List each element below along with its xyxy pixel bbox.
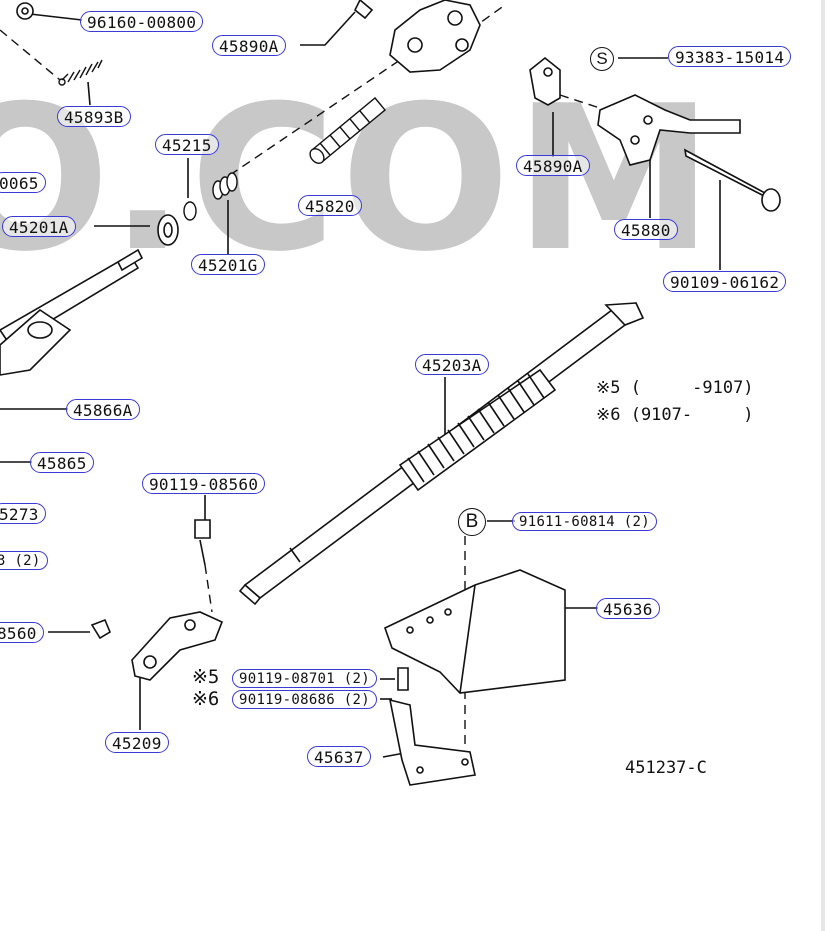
dash-spring-path: [229, 59, 401, 176]
bolt-90119-08560: [194, 519, 211, 539]
bolt-90119-08701: [397, 667, 409, 691]
label-90119-08701[interactable]: 90119-08701 (2): [232, 669, 377, 688]
label-45203a[interactable]: 45203A: [415, 354, 489, 375]
column-housing-part: [353, 0, 481, 73]
label-45215[interactable]: 45215: [155, 134, 219, 155]
washer-96160: [16, 2, 34, 20]
marker-b: B: [458, 508, 486, 536]
label-45201g[interactable]: 45201G: [191, 254, 265, 275]
note-5-range: ※5 ( -9107): [596, 378, 754, 398]
leader-45890a-top: [300, 11, 356, 46]
diagram-id: 451237-C: [625, 758, 707, 778]
label-45880[interactable]: 45880: [614, 219, 678, 240]
leader-96160: [29, 13, 83, 21]
mark-5: ※5: [192, 666, 220, 688]
label-93383-15014[interactable]: 93383-15014: [668, 46, 792, 67]
label-90109-06162[interactable]: 90109-06162: [663, 271, 787, 292]
spring-45820: [309, 97, 386, 164]
dash-top-left: [0, 29, 61, 81]
dash-joint-bolt: [204, 564, 213, 613]
label-45893b[interactable]: 45893B: [57, 106, 131, 127]
label-90119-08686[interactable]: 90119-08686 (2): [232, 690, 377, 709]
spring-45893b: [58, 59, 103, 86]
mark-6: ※6: [192, 688, 220, 710]
note-6-range: ※6 (9107- ): [596, 405, 754, 425]
shaft-45203a: [238, 302, 645, 606]
label-45866a[interactable]: 45866A: [66, 399, 140, 420]
label-96160-00800[interactable]: 96160-00800: [80, 11, 204, 32]
leader-45893b: [87, 81, 91, 106]
label-45636[interactable]: 45636: [596, 598, 660, 619]
spring-45201g: [183, 172, 238, 221]
lever-45880: [597, 94, 741, 166]
label-0065[interactable]: 0065: [0, 172, 46, 193]
lever-45890a: [529, 56, 561, 106]
label-45201a[interactable]: 45201A: [2, 216, 76, 237]
bracket-45637: [388, 667, 476, 786]
label-45820[interactable]: 45820: [298, 195, 362, 216]
marker-s: S: [590, 47, 614, 71]
joint-45209: [90, 519, 224, 681]
label-45865[interactable]: 45865: [30, 452, 94, 473]
label-91611-60814[interactable]: 91611-60814 (2): [512, 512, 657, 531]
bolt-90109: [683, 148, 781, 212]
upper-shaft-left: [0, 248, 144, 376]
label-45890a-top[interactable]: 45890A: [212, 35, 286, 56]
label-45890a-mid[interactable]: 45890A: [516, 155, 590, 176]
label-8560[interactable]: 8560: [0, 622, 44, 643]
label-partial-2[interactable]: 3 (2): [0, 551, 48, 570]
cover-45636: [384, 569, 566, 694]
label-45637[interactable]: 45637: [307, 746, 371, 767]
bolt-8560: [90, 618, 112, 640]
label-90119-08560[interactable]: 90119-08560: [142, 473, 266, 494]
label-45209[interactable]: 45209: [105, 732, 169, 753]
scrollbar-track[interactable]: [821, 0, 825, 931]
watermark-text: O.COM: [0, 63, 717, 296]
bearing-45201a: [157, 214, 179, 246]
washer-45215: [183, 201, 197, 221]
label-5273[interactable]: 5273: [0, 503, 46, 524]
